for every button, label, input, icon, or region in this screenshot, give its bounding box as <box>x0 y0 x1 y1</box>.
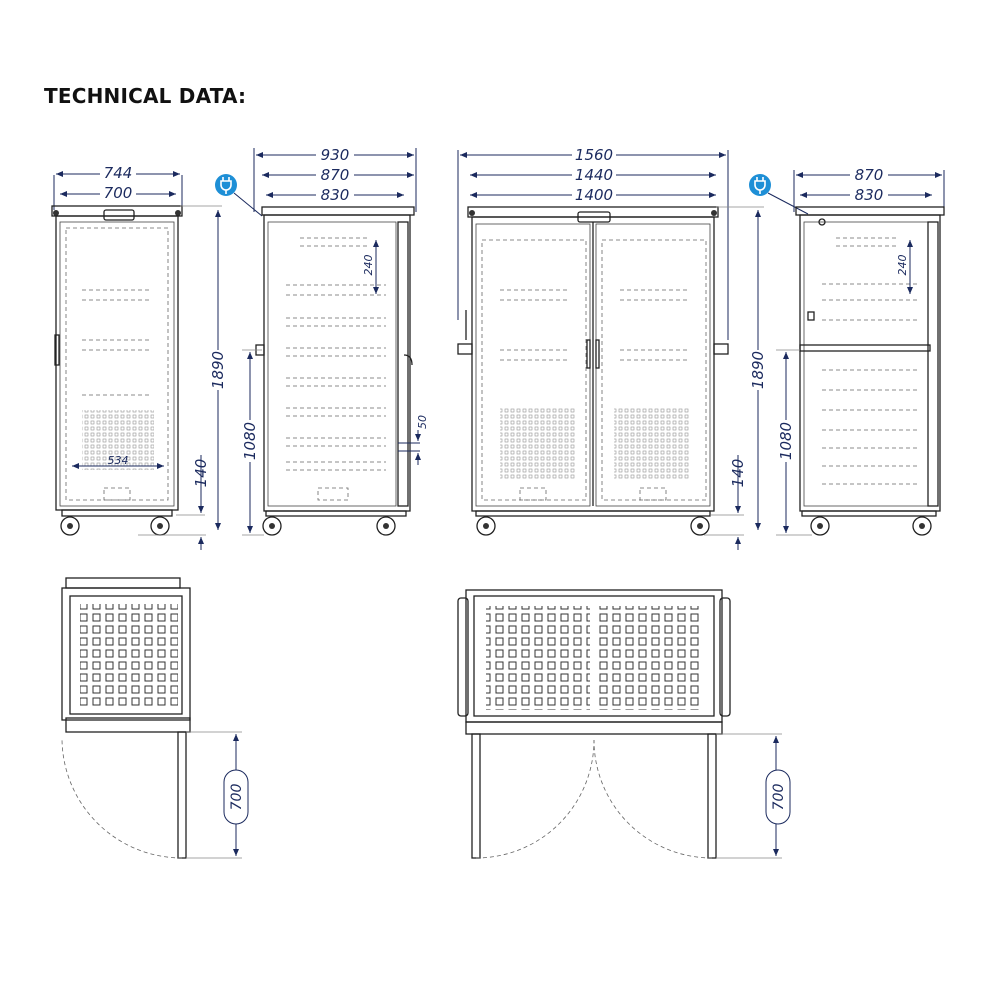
side-view-double: 870 830 240 1080 <box>749 166 945 536</box>
dim-side-double-1080: 1080 <box>777 422 795 460</box>
dim-side-single-830: 830 <box>321 186 350 204</box>
dim-top-double-700: 700 <box>771 784 787 811</box>
plug-icon <box>749 174 809 215</box>
dim-front-single-534: 534 <box>108 454 129 467</box>
dim-front-double-1560: 1560 <box>575 146 613 164</box>
dim-side-single-1080: 1080 <box>241 422 259 460</box>
dim-side-double-830: 830 <box>855 186 884 204</box>
dim-front-double-140: 140 <box>729 459 747 488</box>
dim-front-double-1440: 1440 <box>575 166 613 184</box>
top-view-single: 700 <box>61 577 249 859</box>
dim-front-single-1890: 1890 <box>209 351 227 389</box>
dim-side-single-870: 870 <box>321 166 350 184</box>
side-view-single: 930 870 830 240 5 <box>215 146 429 536</box>
dim-front-double-1400: 1400 <box>575 186 613 204</box>
dim-side-double-240: 240 <box>896 255 909 276</box>
page-title: TECHNICAL DATA: <box>44 84 247 108</box>
dim-side-single-930: 930 <box>321 146 350 164</box>
dim-side-double-870: 870 <box>855 166 884 184</box>
dim-front-single-700: 700 <box>104 184 133 202</box>
top-view-double: 700 <box>457 589 791 859</box>
dim-front-single-744: 744 <box>104 164 133 182</box>
front-view-double: 1560 1440 1400 1890 <box>457 146 767 550</box>
dim-front-single-140: 140 <box>192 459 210 488</box>
dim-side-single-50: 50 <box>416 415 429 429</box>
dim-top-single-700: 700 <box>229 784 245 811</box>
dim-side-single-240: 240 <box>362 255 375 276</box>
plug-icon <box>215 174 263 217</box>
dim-front-double-1890: 1890 <box>749 351 767 389</box>
front-view-single: 744 700 534 1890 140 <box>51 164 227 550</box>
